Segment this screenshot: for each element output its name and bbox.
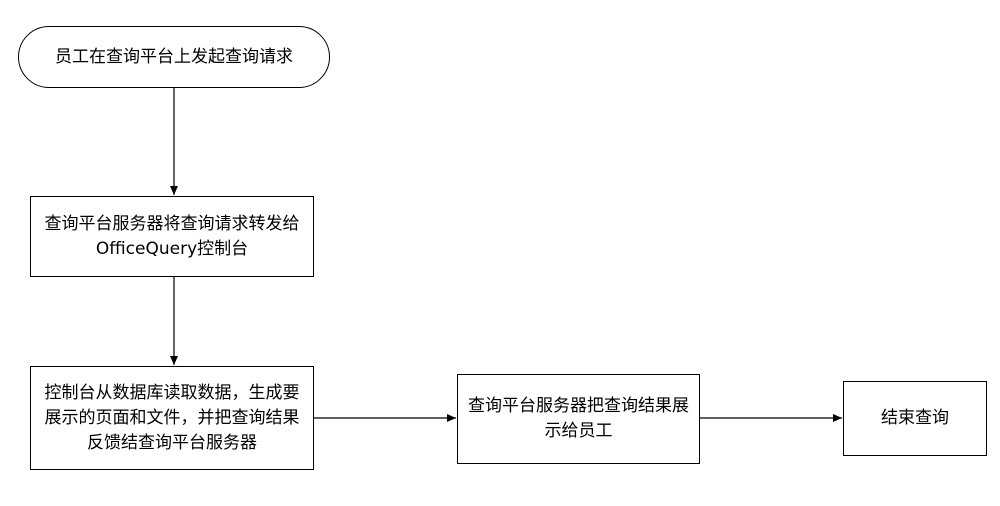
show-results-node: 查询平台服务器把查询结果展示给员工 <box>457 374 700 464</box>
read-database-node-label: 控制台从数据库读取数据，生成要展示的页面和文件，并把查询结果反馈结查询平台服务器 <box>44 382 300 453</box>
forward-request-node-label: 查询平台服务器将查询请求转发给OfficeQuery控制台 <box>44 213 300 259</box>
forward-request-node: 查询平台服务器将查询请求转发给OfficeQuery控制台 <box>30 196 314 277</box>
read-database-node: 控制台从数据库读取数据，生成要展示的页面和文件，并把查询结果反馈结查询平台服务器 <box>30 366 314 470</box>
show-results-node-label: 查询平台服务器把查询结果展示给员工 <box>468 396 689 441</box>
end-node: 结束查询 <box>843 381 987 456</box>
end-node-label: 结束查询 <box>881 408 949 428</box>
start-node: 员工在查询平台上发起查询请求 <box>18 26 330 88</box>
start-node-label: 员工在查询平台上发起查询请求 <box>55 46 293 67</box>
